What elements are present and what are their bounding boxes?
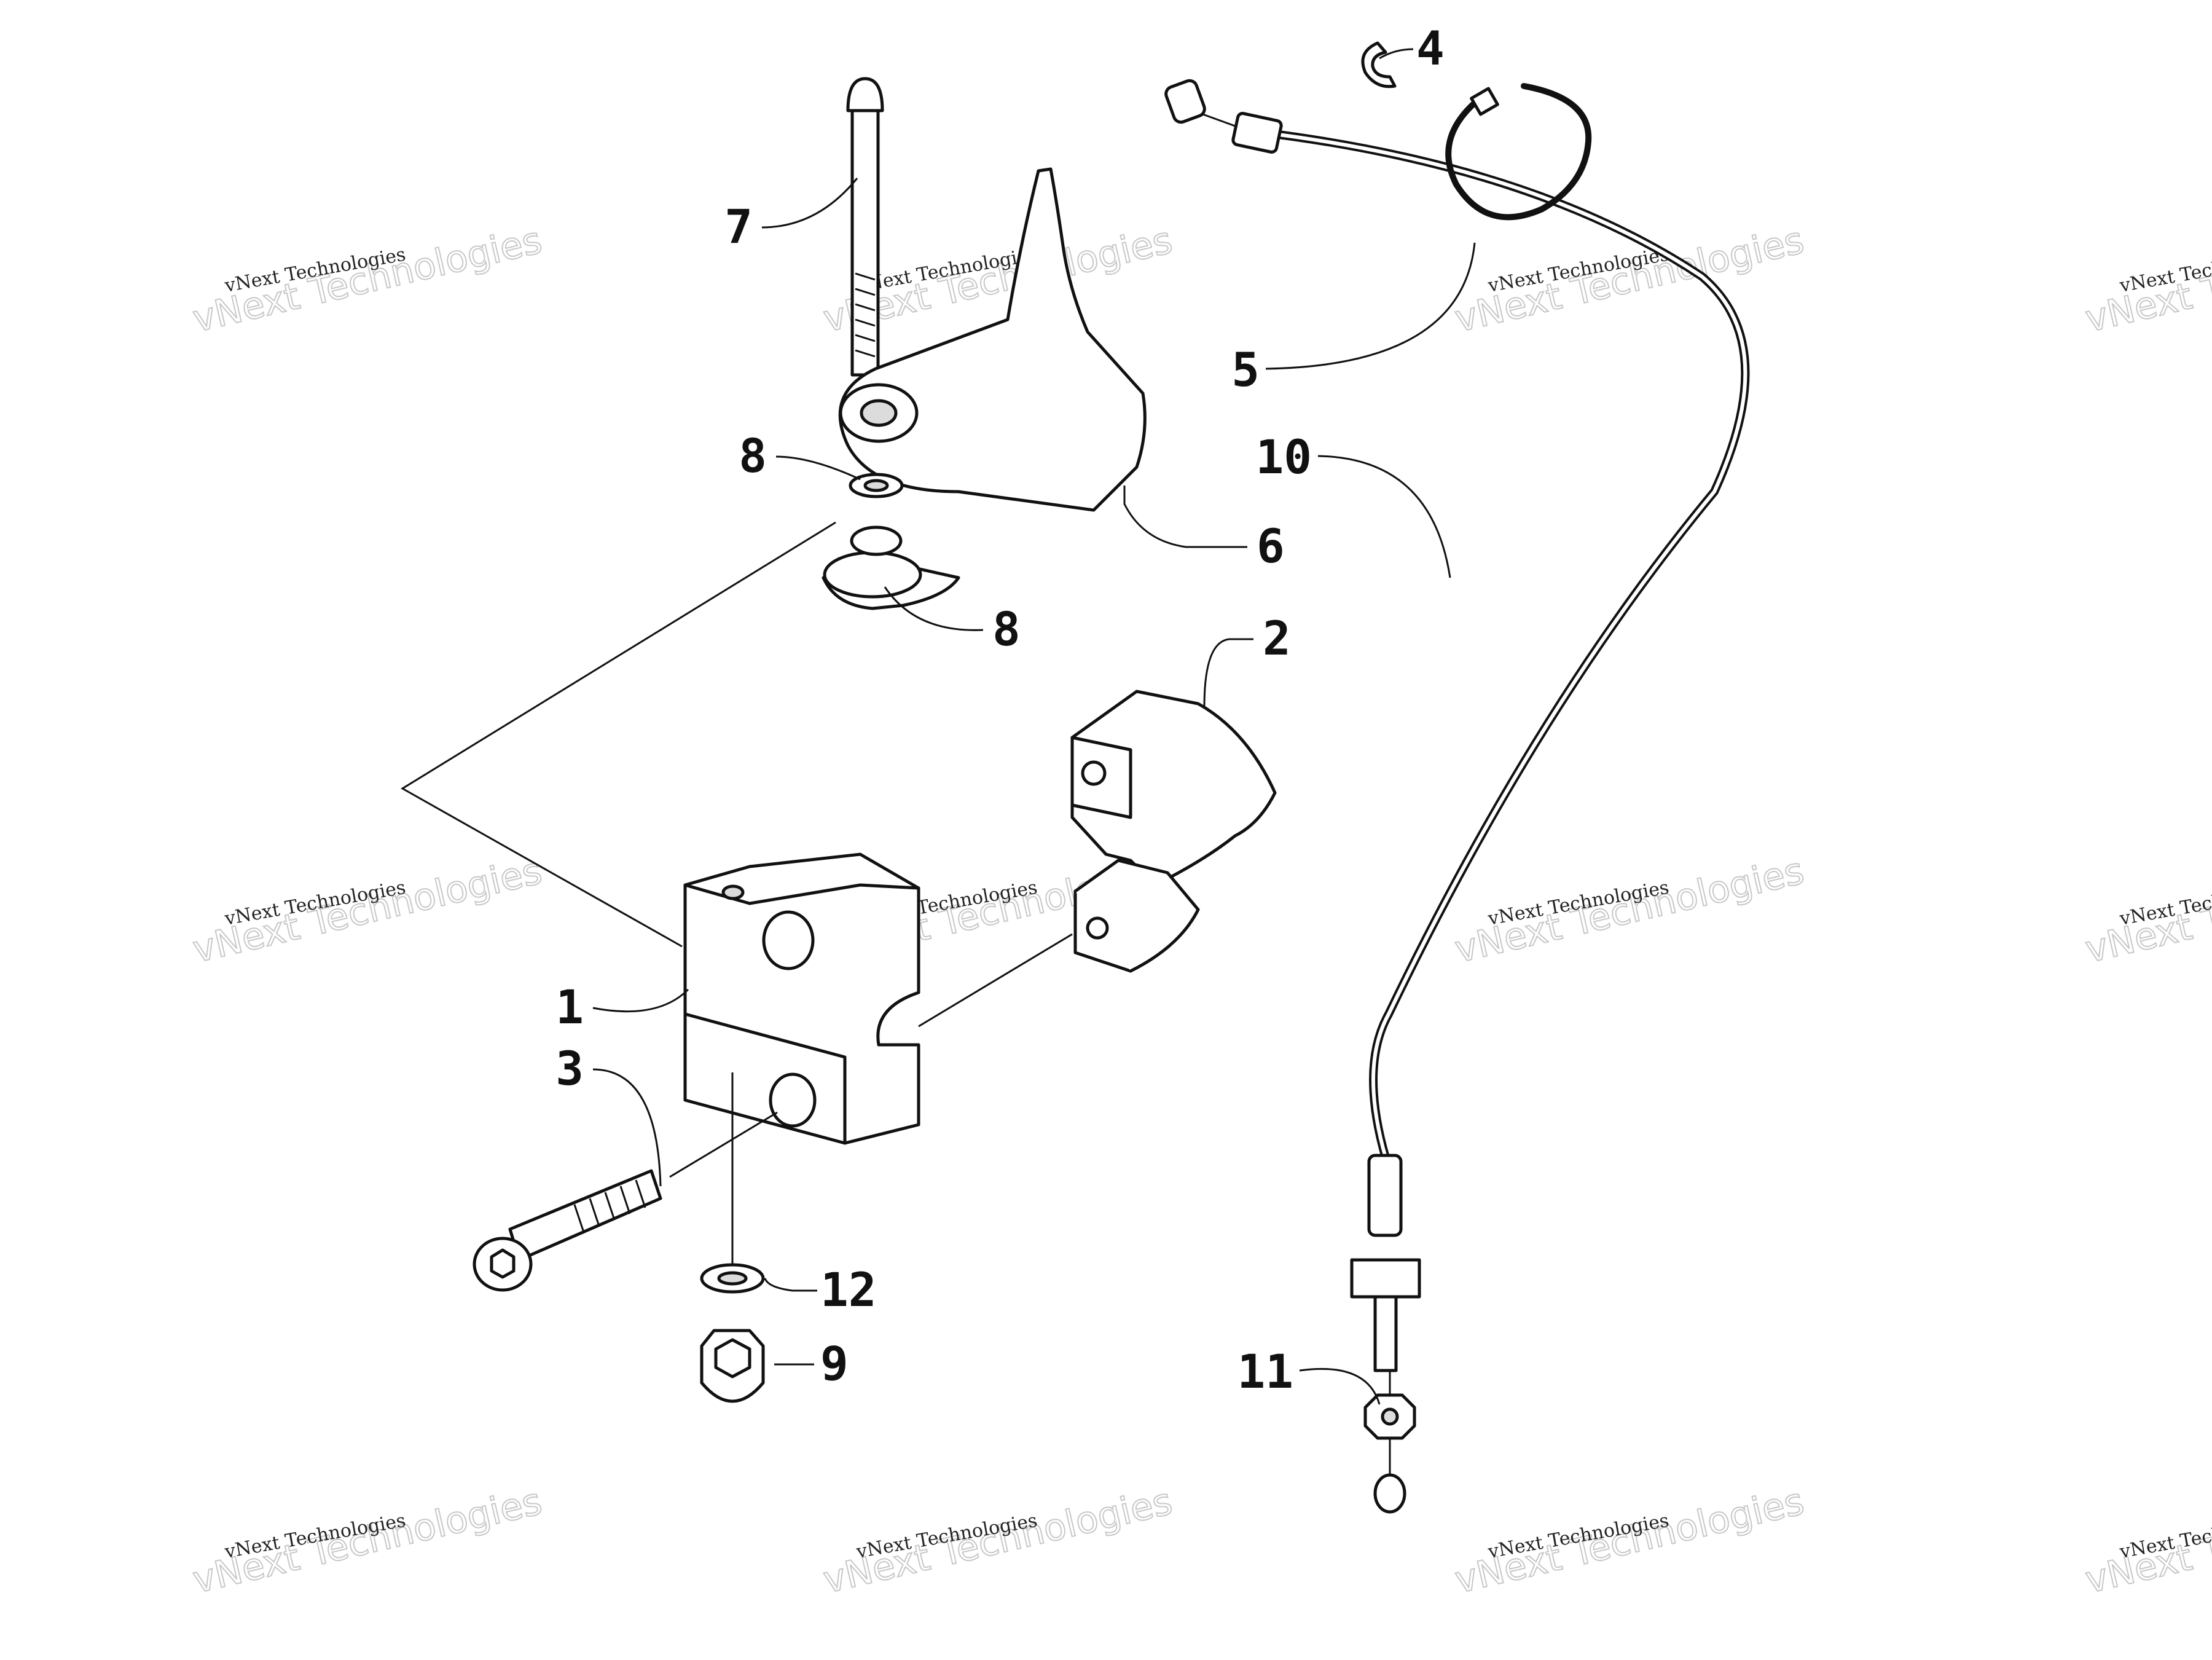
cable-tie-part-5 <box>1445 83 1592 221</box>
acorn-nut-part-9 <box>700 1329 765 1403</box>
lever-body <box>838 167 1147 512</box>
clamp-block-side-hole-lower <box>769 1072 817 1128</box>
leader-2 <box>1203 638 1253 707</box>
watermark-grid: vNext Technologies vNext Technologies vN… <box>189 218 2212 1603</box>
washer-hole <box>863 479 889 492</box>
washer-12-hole <box>717 1271 748 1286</box>
jam-nut-hole <box>1381 1407 1399 1426</box>
callout-2: 2 <box>1263 611 1291 666</box>
assembly-line-screw <box>669 1111 778 1178</box>
watermark: vNext Technologies vNext Technologies <box>2081 218 2212 342</box>
callout-4: 4 <box>1416 21 1445 76</box>
leader-12 <box>764 1278 817 1292</box>
clamp-half-part-2 <box>1070 690 1277 973</box>
leader-5 <box>1265 242 1476 370</box>
bushing-top <box>850 525 903 556</box>
bushing-part-8-lower <box>823 525 922 599</box>
callout-10: 10 <box>1255 430 1312 484</box>
leader-3 <box>592 1068 662 1187</box>
clamp-block-side-hole-upper <box>762 910 815 970</box>
assembly-line <box>401 521 836 948</box>
cap-screw-thread <box>573 1179 646 1233</box>
cap-screw-hex-socket <box>490 1248 516 1279</box>
screw-part-7 <box>846 77 884 377</box>
screw-thread <box>855 272 876 358</box>
jam-nut-part-11 <box>1363 1393 1416 1440</box>
cable-tie-strap <box>1445 83 1592 221</box>
cap-screw-part-3 <box>473 1169 662 1292</box>
cable-adjuster-lower <box>1367 1154 1403 1237</box>
watermark: vNext Technologies vNext Technologies <box>1451 1479 1809 1603</box>
leader-4 <box>1379 48 1414 60</box>
leader-8-lower <box>884 586 984 631</box>
callout-9: 9 <box>820 1336 849 1391</box>
clamp-half-body <box>1070 690 1277 887</box>
clamp-half-lower-top <box>1073 859 1200 973</box>
cable-housing-highlight <box>1259 130 1747 1168</box>
cable-wire-upper <box>1201 112 1236 127</box>
callout-11: 11 <box>1237 1344 1293 1399</box>
watermark: vNext Technologies vNext Technologies <box>189 1479 547 1603</box>
watermark: vNext Technologies vNext Technologies <box>189 849 547 972</box>
cable-adjuster-upper <box>1231 112 1283 154</box>
callout-12: 12 <box>820 1262 877 1317</box>
leader-7 <box>761 178 858 229</box>
assembly-line-clamp <box>918 933 1073 1028</box>
leader-1 <box>592 988 689 1013</box>
callout-3: 3 <box>555 1041 584 1096</box>
watermark: vNext Technologies vNext Technologies <box>2081 849 2212 972</box>
washer-part-8-upper <box>849 473 904 498</box>
leader-10 <box>1317 455 1451 578</box>
washer-part-12 <box>700 1263 765 1294</box>
cable-lower-thread <box>1373 1295 1398 1372</box>
callout-8-lower: 8 <box>992 602 1021 656</box>
clamp-half-hole-lower <box>1086 916 1109 940</box>
callout-8-upper: 8 <box>739 428 767 483</box>
cable-lower-nut <box>1350 1258 1421 1299</box>
cable-end-barrel-lower <box>1373 1473 1406 1514</box>
clamp-block-top-hole <box>721 884 745 900</box>
clamp-half-hole-upper <box>1081 760 1107 786</box>
screw-head <box>846 77 884 112</box>
callout-6: 6 <box>1257 519 1285 573</box>
watermark: vNext Technologies vNext Technologies <box>1451 849 1809 972</box>
throttle-cable-part-10 <box>1164 79 1750 1514</box>
cable-tie-head <box>1470 87 1499 116</box>
leader-11 <box>1299 1367 1381 1405</box>
clamp-block-part-1 <box>683 852 920 1145</box>
cable-end-barrel-upper <box>1164 79 1206 124</box>
callout-1: 1 <box>555 980 584 1034</box>
leader-8-upper <box>775 455 861 481</box>
watermark: vNext Technologies vNext Technologies <box>189 218 547 342</box>
callout-5: 5 <box>1231 342 1260 397</box>
watermark: vNext Technologies vNext Technologies <box>819 1479 1177 1603</box>
acorn-nut-hex <box>714 1338 751 1379</box>
bushing-flange <box>823 551 922 599</box>
leader-6 <box>1123 486 1247 548</box>
e-clip-part-4 <box>1361 41 1397 89</box>
watermark: vNext Technologies vNext Technologies <box>2081 1479 2212 1603</box>
lever-pivot-hole <box>860 399 898 427</box>
callout-7: 7 <box>724 199 753 254</box>
